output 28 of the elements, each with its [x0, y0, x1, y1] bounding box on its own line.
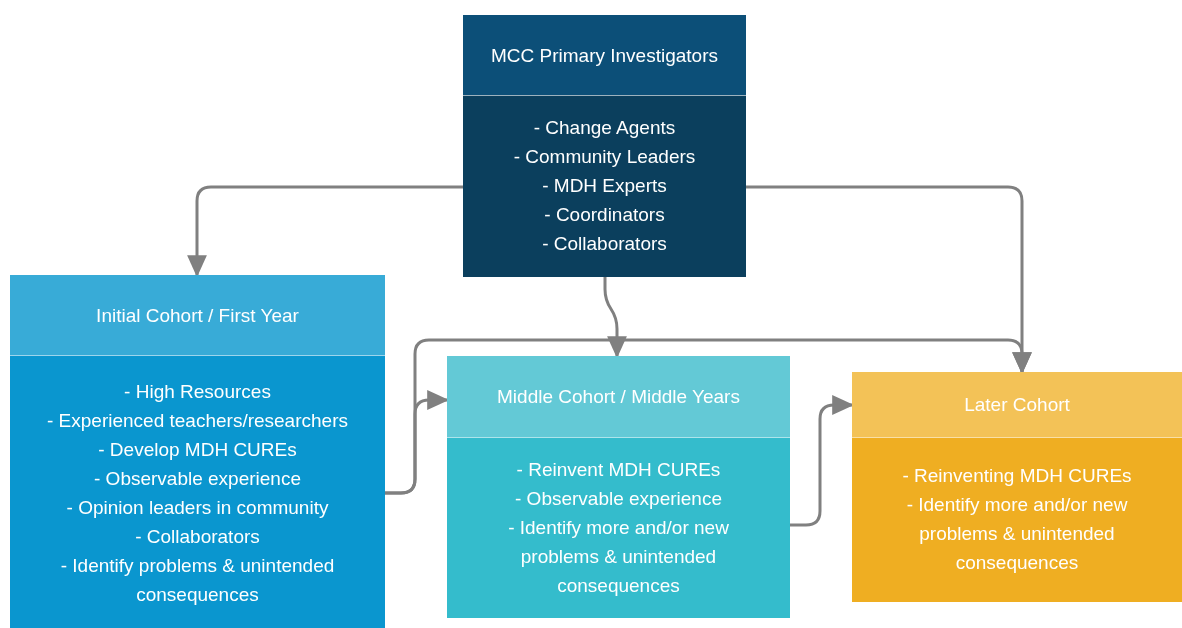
- arrow: [385, 338, 1032, 495]
- card-header: MCC Primary Investigators: [463, 15, 746, 95]
- list-item: - Observable experience: [94, 467, 301, 491]
- list-item: - Collaborators: [135, 525, 260, 549]
- list-item: - Collaborators: [542, 232, 667, 256]
- list-item: - Observable experience: [515, 487, 722, 511]
- card-header: Middle Cohort / Middle Years: [447, 356, 790, 437]
- list-item: - Change Agents: [533, 116, 676, 140]
- card-header: Later Cohort: [852, 372, 1182, 437]
- card: [447, 356, 790, 618]
- list-item: - Identify more and/or new problems & unintended consequences: [905, 493, 1129, 575]
- list-item: - MDH Experts: [542, 174, 667, 198]
- card: [852, 372, 1182, 602]
- card-header: Initial Cohort / First Year: [10, 275, 385, 355]
- card: [463, 15, 746, 277]
- list-item: - Coordinators: [544, 203, 665, 227]
- list-item: - Reinvent MDH CUREs: [516, 458, 721, 482]
- list-item: - Identify more and/or new problems & unintended consequences: [507, 516, 730, 598]
- list-item: - Reinventing MDH CUREs: [902, 464, 1132, 488]
- list-item: - Develop MDH CUREs: [98, 438, 297, 462]
- list-item: - Community Leaders: [513, 145, 696, 169]
- list-item: - Identify problems & unintended consequences: [59, 554, 336, 607]
- list-item: - Experienced teachers/researchers: [47, 409, 348, 433]
- list-item: - Opinion leaders in community: [66, 496, 329, 520]
- arrow: [187, 185, 463, 278]
- list-item: - High Resources: [124, 380, 271, 404]
- arrow: [603, 277, 627, 359]
- card: [10, 275, 385, 628]
